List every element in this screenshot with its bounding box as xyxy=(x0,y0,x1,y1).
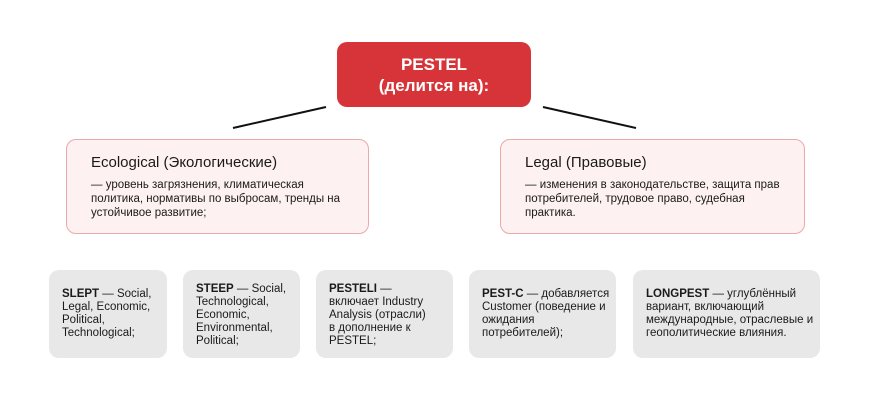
category-legal: Legal (Правовые) — изменения в законодат… xyxy=(500,139,805,234)
category-title: Legal (Правовые) xyxy=(525,154,647,171)
pestel-root-node: PESTEL (делится на): xyxy=(337,42,531,107)
variant-content: PEST-C — добавляется Customer (поведение… xyxy=(482,288,610,340)
category-description: — изменения в законодательстве, защита п… xyxy=(525,179,780,219)
variant-longpest: LONGPEST — углублённый вариант, включающ… xyxy=(633,270,820,358)
root-title: PESTEL xyxy=(400,54,468,74)
variant-pesteli: PESTELI — включает Industry Analysis (от… xyxy=(316,270,453,358)
variant-description: — включает Industry Analysis (отрасли) в… xyxy=(329,283,426,347)
category-description: — уровень загрязнения, климатическая пол… xyxy=(91,179,341,219)
variant-description: — углублённый вариант, включающий междун… xyxy=(646,288,814,339)
variant-name: PESTELI xyxy=(329,283,377,295)
variant-slept: SLEPT — Social, Legal, Economic, Politic… xyxy=(49,270,167,358)
connector-right xyxy=(542,106,637,129)
category-ecological: Ecological (Экологические) — уровень заг… xyxy=(66,139,369,234)
connector-left xyxy=(232,106,327,129)
variant-description: — Social, Technological, Economic, Envir… xyxy=(196,283,287,347)
variant-pest-c: PEST-C — добавляется Customer (поведение… xyxy=(469,270,616,358)
variant-name: SLEPT xyxy=(62,288,100,300)
variant-description: — Social, Legal, Economic, Political, Te… xyxy=(62,288,152,339)
variant-content: PESTELI — включает Industry Analysis (от… xyxy=(329,283,429,348)
variant-name: PEST-C xyxy=(482,288,524,300)
root-subtitle: (делится на): xyxy=(378,75,490,95)
variant-name: LONGPEST xyxy=(646,288,710,300)
variant-name: STEEP xyxy=(196,283,234,295)
variant-content: STEEP — Social, Technological, Economic,… xyxy=(196,283,288,348)
variant-steep: STEEP — Social, Technological, Economic,… xyxy=(183,270,300,358)
variant-description: — добавляется Customer (поведение и ожид… xyxy=(482,288,610,339)
variant-content: LONGPEST — углублённый вариант, включающ… xyxy=(646,288,814,340)
variant-content: SLEPT — Social, Legal, Economic, Politic… xyxy=(62,288,158,340)
category-title: Ecological (Экологические) xyxy=(91,154,278,171)
